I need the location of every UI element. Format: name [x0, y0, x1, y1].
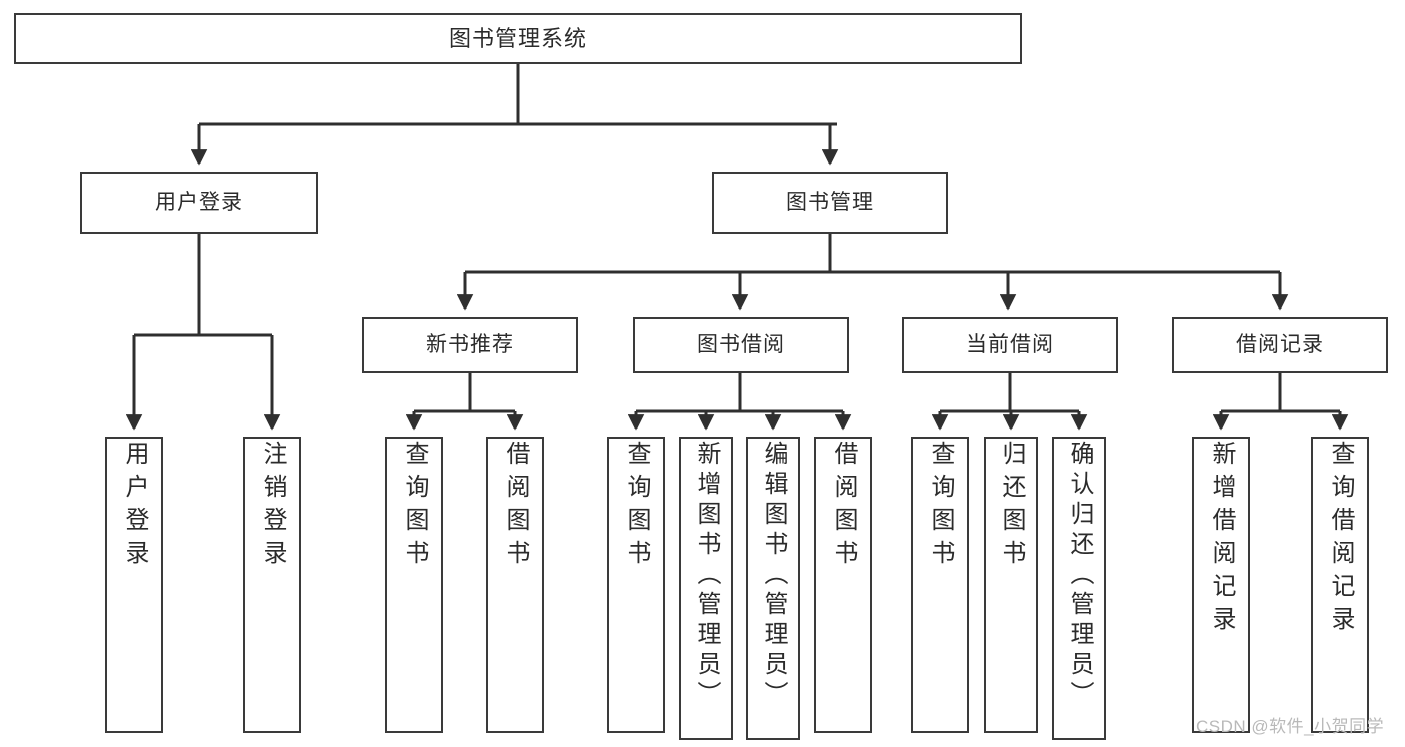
node-leaf-add-record[interactable]: 新增借阅记录 [1192, 437, 1250, 733]
node-leaf-borrow-book-label: 借阅图书 [830, 441, 857, 573]
node-leaf-query-book-rec-label: 查询图书 [401, 441, 428, 573]
node-leaf-borrow-book-rec-label: 借阅图书 [502, 441, 529, 573]
node-book-manage-label: 图书管理 [786, 190, 874, 214]
node-book-borrow[interactable]: 图书借阅 [633, 317, 849, 373]
node-leaf-query-book-rec[interactable]: 查询图书 [385, 437, 443, 733]
node-root-label: 图书管理系统 [448, 25, 587, 51]
node-leaf-query-book-borrow-label: 查询图书 [623, 441, 650, 573]
node-leaf-user-logout-label: 注销登录 [259, 441, 286, 573]
node-leaf-query-record-label: 查询借阅记录 [1327, 441, 1354, 639]
edge-group-borrow-record [1212, 373, 1349, 431]
edge-group-book-borrow [627, 373, 852, 431]
node-leaf-user-logout[interactable]: 注销登录 [243, 437, 301, 733]
node-leaf-query-book-cur-label: 查询图书 [927, 441, 954, 573]
csdn-watermark: CSDN @软件_小贺同学 [1196, 717, 1385, 736]
node-leaf-user-login-label: 用户登录 [121, 441, 148, 573]
node-leaf-edit-book[interactable]: 编辑图书（管理员） [746, 437, 800, 740]
node-leaf-query-book-borrow[interactable]: 查询图书 [607, 437, 665, 733]
node-borrow-record-label: 借阅记录 [1236, 332, 1324, 356]
node-leaf-borrow-book-rec[interactable]: 借阅图书 [486, 437, 544, 733]
node-leaf-query-record[interactable]: 查询借阅记录 [1311, 437, 1369, 733]
node-leaf-return-book-label: 归还图书 [998, 441, 1025, 573]
edge-group-book-manage [456, 234, 1289, 311]
edge-group-root [190, 64, 839, 166]
edge-group-current-borrow [931, 373, 1088, 431]
node-leaf-borrow-book[interactable]: 借阅图书 [814, 437, 872, 733]
node-root[interactable]: 图书管理系统 [14, 13, 1022, 64]
node-leaf-user-login[interactable]: 用户登录 [105, 437, 163, 733]
node-leaf-return-book[interactable]: 归还图书 [984, 437, 1038, 733]
node-new-book-rec-label: 新书推荐 [426, 332, 514, 356]
node-leaf-confirm-return[interactable]: 确认归还（管理员） [1052, 437, 1106, 740]
edge-group-user-login [125, 234, 281, 431]
node-current-borrow-label: 当前借阅 [966, 332, 1054, 356]
node-book-borrow-label: 图书借阅 [697, 332, 785, 356]
node-leaf-add-book-label: 新增图书（管理员） [693, 441, 720, 711]
node-user-login[interactable]: 用户登录 [80, 172, 318, 234]
edge-group-new-book-rec [405, 373, 524, 431]
node-leaf-query-book-cur[interactable]: 查询图书 [911, 437, 969, 733]
node-current-borrow[interactable]: 当前借阅 [902, 317, 1118, 373]
node-book-manage[interactable]: 图书管理 [712, 172, 948, 234]
node-new-book-rec[interactable]: 新书推荐 [362, 317, 578, 373]
node-leaf-confirm-return-label: 确认归还（管理员） [1066, 441, 1093, 711]
node-user-login-label: 用户登录 [155, 190, 243, 214]
node-leaf-add-record-label: 新增借阅记录 [1208, 441, 1235, 639]
node-leaf-edit-book-label: 编辑图书（管理员） [760, 441, 787, 711]
node-leaf-add-book[interactable]: 新增图书（管理员） [679, 437, 733, 740]
node-borrow-record[interactable]: 借阅记录 [1172, 317, 1388, 373]
